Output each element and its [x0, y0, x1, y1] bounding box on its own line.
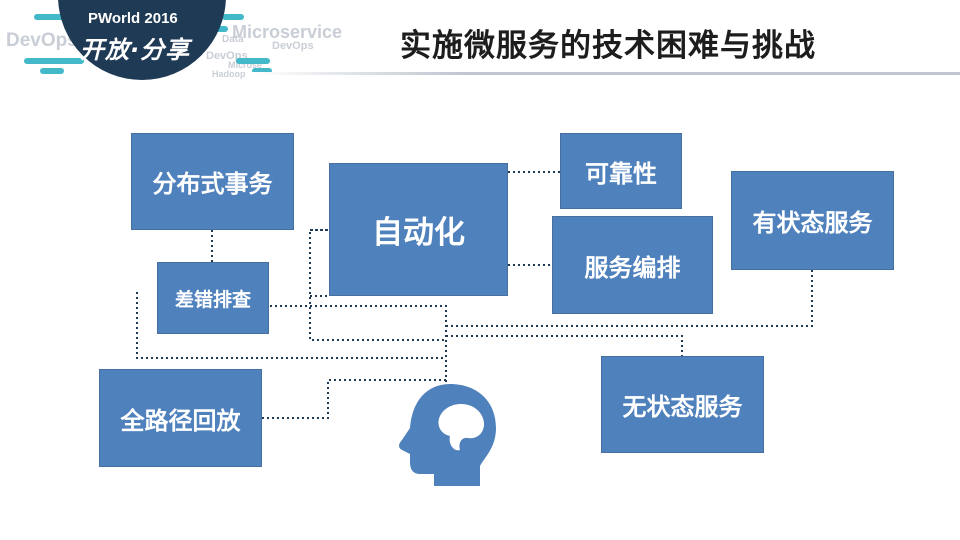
connector-line	[136, 292, 446, 359]
logo-stripe	[40, 68, 64, 74]
tag-cloud-word: Microse	[228, 60, 263, 70]
node-distributed-transaction: 分布式事务	[131, 133, 294, 230]
node-error-troubleshooting: 差错排查	[157, 262, 269, 334]
event-logo: DevOps Microservice DevOps DevOps Micros…	[0, 0, 370, 100]
logo-stripe	[34, 14, 74, 20]
node-stateful-service: 有状态服务	[731, 171, 894, 270]
logo-slogan: 开放·分享	[80, 36, 191, 64]
connector-line	[262, 379, 446, 419]
connector-line	[446, 335, 683, 356]
connector-line	[240, 305, 447, 390]
logo-stripe	[24, 58, 84, 64]
head-icon	[399, 384, 496, 486]
logo-stripe	[214, 26, 228, 32]
node-full-path-replay: 全路径回放	[99, 369, 262, 467]
logo-stripe	[222, 14, 244, 20]
tag-cloud-word: DevOps	[272, 40, 314, 52]
logo-stripe	[236, 58, 270, 64]
connector-line	[309, 229, 446, 341]
node-stateless-service: 无状态服务	[601, 356, 764, 453]
tag-cloud-word: Data	[222, 34, 244, 45]
logo-stripe	[252, 68, 272, 74]
connector-line	[446, 270, 813, 327]
node-automation: 自动化	[329, 163, 508, 296]
logo-title: PWorld 2016	[88, 10, 178, 27]
node-reliability: 可靠性	[560, 133, 682, 209]
tag-cloud-word: DevOps	[6, 30, 78, 51]
tag-cloud-word: Microservice	[232, 22, 343, 42]
node-service-orchestration: 服务编排	[552, 216, 713, 314]
page-title: 实施微服务的技术困难与挑战	[400, 28, 816, 64]
header-divider	[250, 72, 960, 75]
tag-cloud-word: Hadoop	[212, 69, 246, 79]
